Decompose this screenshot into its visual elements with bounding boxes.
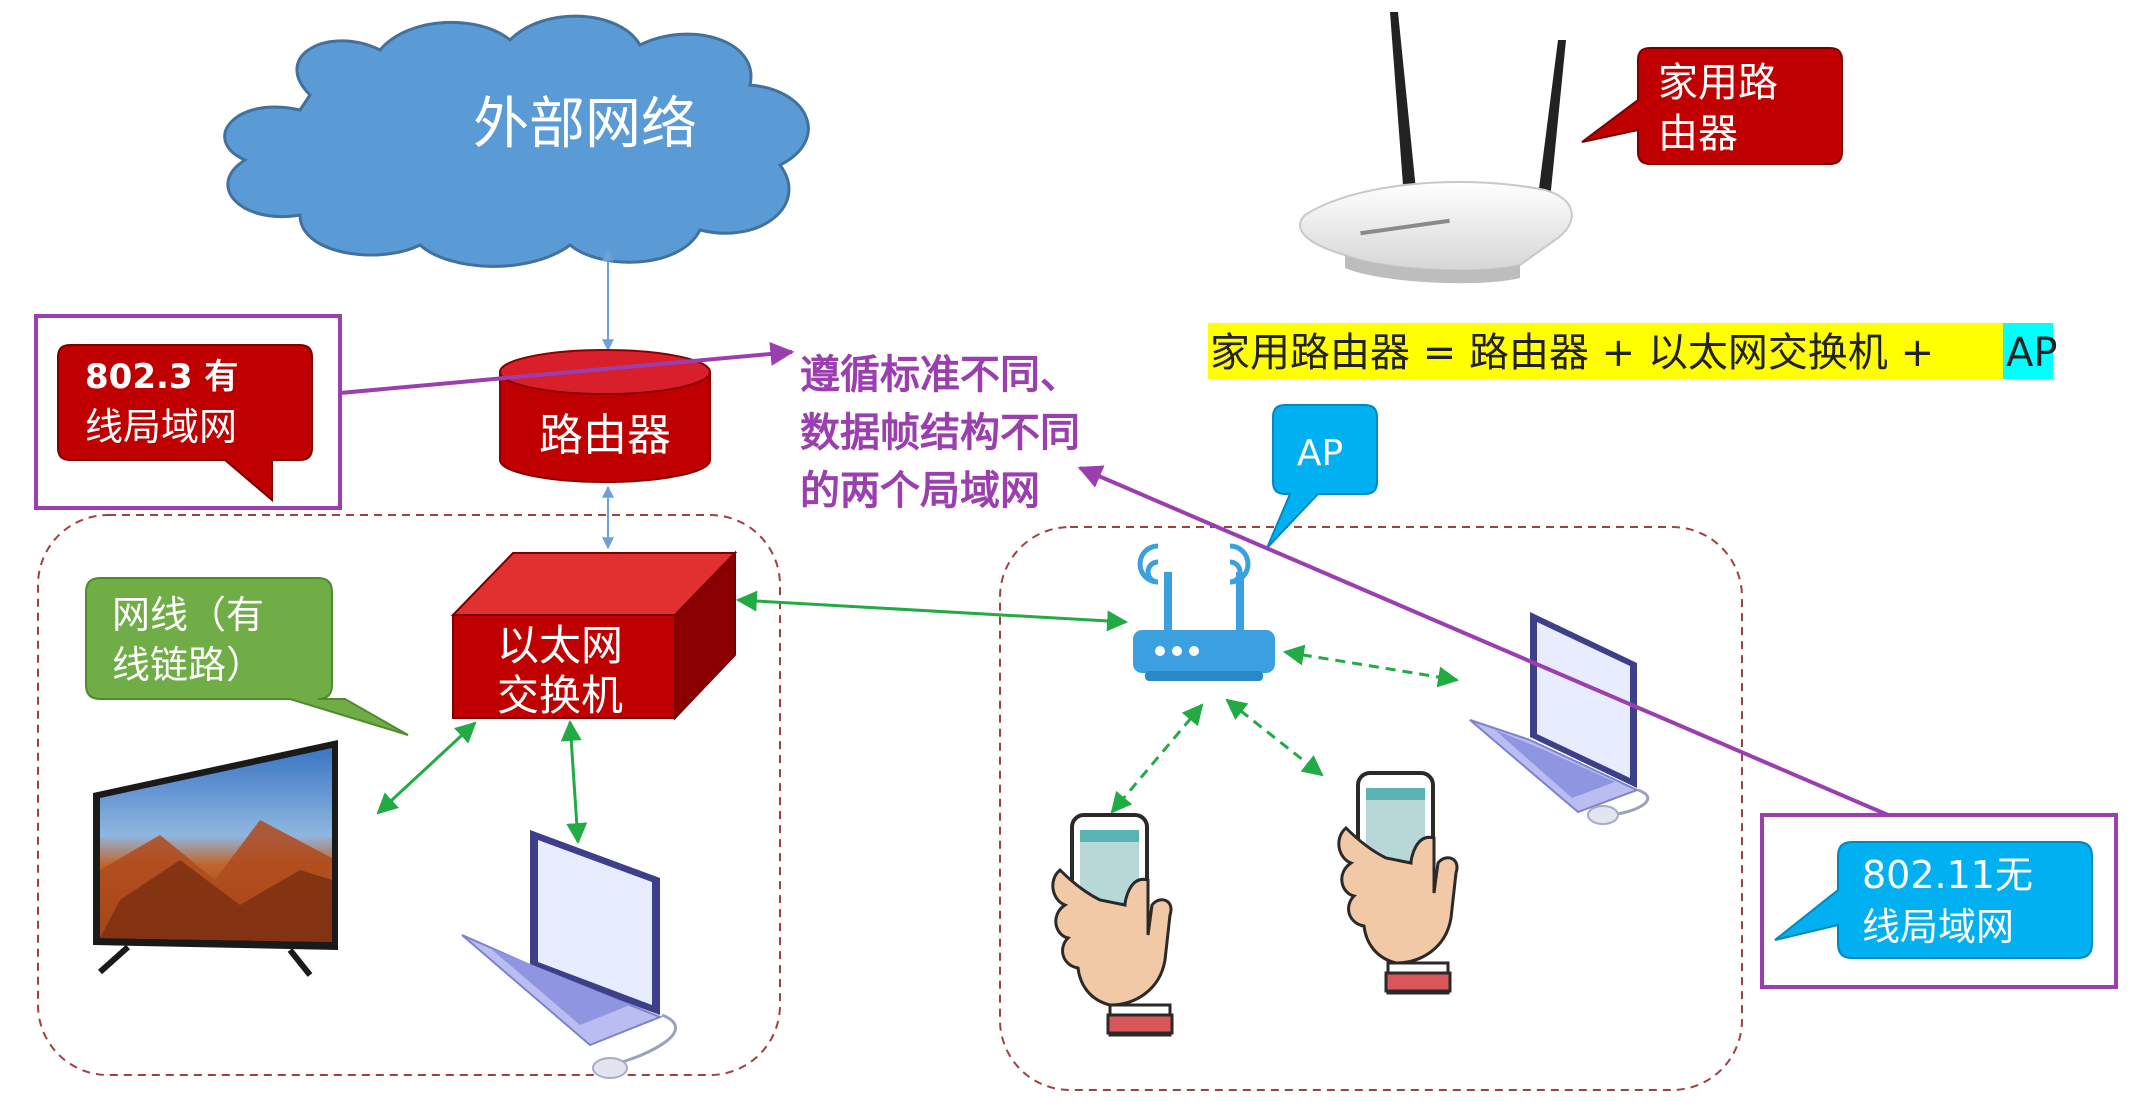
home-router-equation: 家用路由器 = 路由器 + 以太网交换机 + AP — [1208, 323, 2057, 379]
wired-lan-callout: 802.3 有 线局域网 — [57, 344, 313, 503]
wired-lan-callout-line1: 802.3 有 — [85, 357, 238, 397]
phone-left-icon — [1051, 813, 1174, 1037]
cable-callout: 网线（有 线链路） — [85, 577, 409, 736]
note-line2: 数据帧结构不同 — [800, 410, 1080, 456]
lan-difference-note: 遵循标准不同、 数据帧结构不同 的两个局域网 — [800, 352, 1080, 514]
pointer-to-wired-lan-note — [339, 342, 795, 395]
router-cylinder: 路由器 — [499, 349, 711, 483]
ethernet-switch-box: 以太网 交换机 — [450, 550, 738, 721]
router-label: 路由器 — [539, 410, 671, 461]
wifi-link-laptop — [1282, 644, 1460, 688]
phone-right-icon — [1337, 771, 1459, 995]
link-switch-laptop — [560, 719, 588, 845]
home-router-icon — [1299, 12, 1573, 284]
home-router-callout-line1: 家用路 — [1658, 60, 1778, 106]
equation-text: 家用路由器 = 路由器 + 以太网交换机 + — [1210, 330, 1934, 376]
note-line3: 的两个局域网 — [800, 468, 1040, 514]
switch-label-line2: 交换机 — [497, 671, 623, 720]
cable-callout-line1: 网线（有 — [112, 593, 264, 637]
equation-ap: AP — [2006, 330, 2057, 376]
wired-laptop-icon — [461, 830, 678, 1079]
ap-callout-label: AP — [1297, 433, 1343, 474]
wifi-link-phone-left — [1110, 703, 1204, 814]
cloud-label: 外部网络 — [473, 92, 697, 157]
home-router-callout-line2: 由器 — [1658, 111, 1738, 157]
external-network-cloud: 外部网络 — [223, 14, 810, 268]
link-switch-tv — [376, 721, 477, 815]
wireless-lan-callout-line1: 802.11无 — [1862, 853, 2033, 897]
wireless-lan-callout: 802.11无 线局域网 — [1774, 841, 2093, 959]
wired-lan-highlight-frame — [34, 314, 342, 510]
access-point-icon — [1133, 543, 1275, 681]
switch-label-line1: 以太网 — [497, 621, 623, 670]
pointer-to-wireless-lan-note — [1077, 465, 1889, 817]
wifi-link-phone-right — [1225, 698, 1324, 777]
link-switch-ap — [735, 590, 1129, 632]
wireless-laptop-icon — [1469, 612, 1650, 825]
wired-lan-callout-line2: 线局域网 — [85, 405, 237, 449]
wired-lan-boundary — [37, 514, 781, 1076]
wireless-lan-callout-line2: 线局域网 — [1862, 905, 2014, 949]
tv-icon — [93, 740, 338, 977]
note-line1: 遵循标准不同、 — [800, 352, 1080, 398]
ap-callout: AP — [1266, 404, 1378, 549]
wireless-lan-highlight-frame — [1760, 813, 2118, 989]
home-router-callout: 家用路 由器 — [1581, 47, 1843, 165]
wireless-lan-boundary — [999, 526, 1743, 1091]
cable-callout-line2: 线链路） — [112, 643, 264, 687]
